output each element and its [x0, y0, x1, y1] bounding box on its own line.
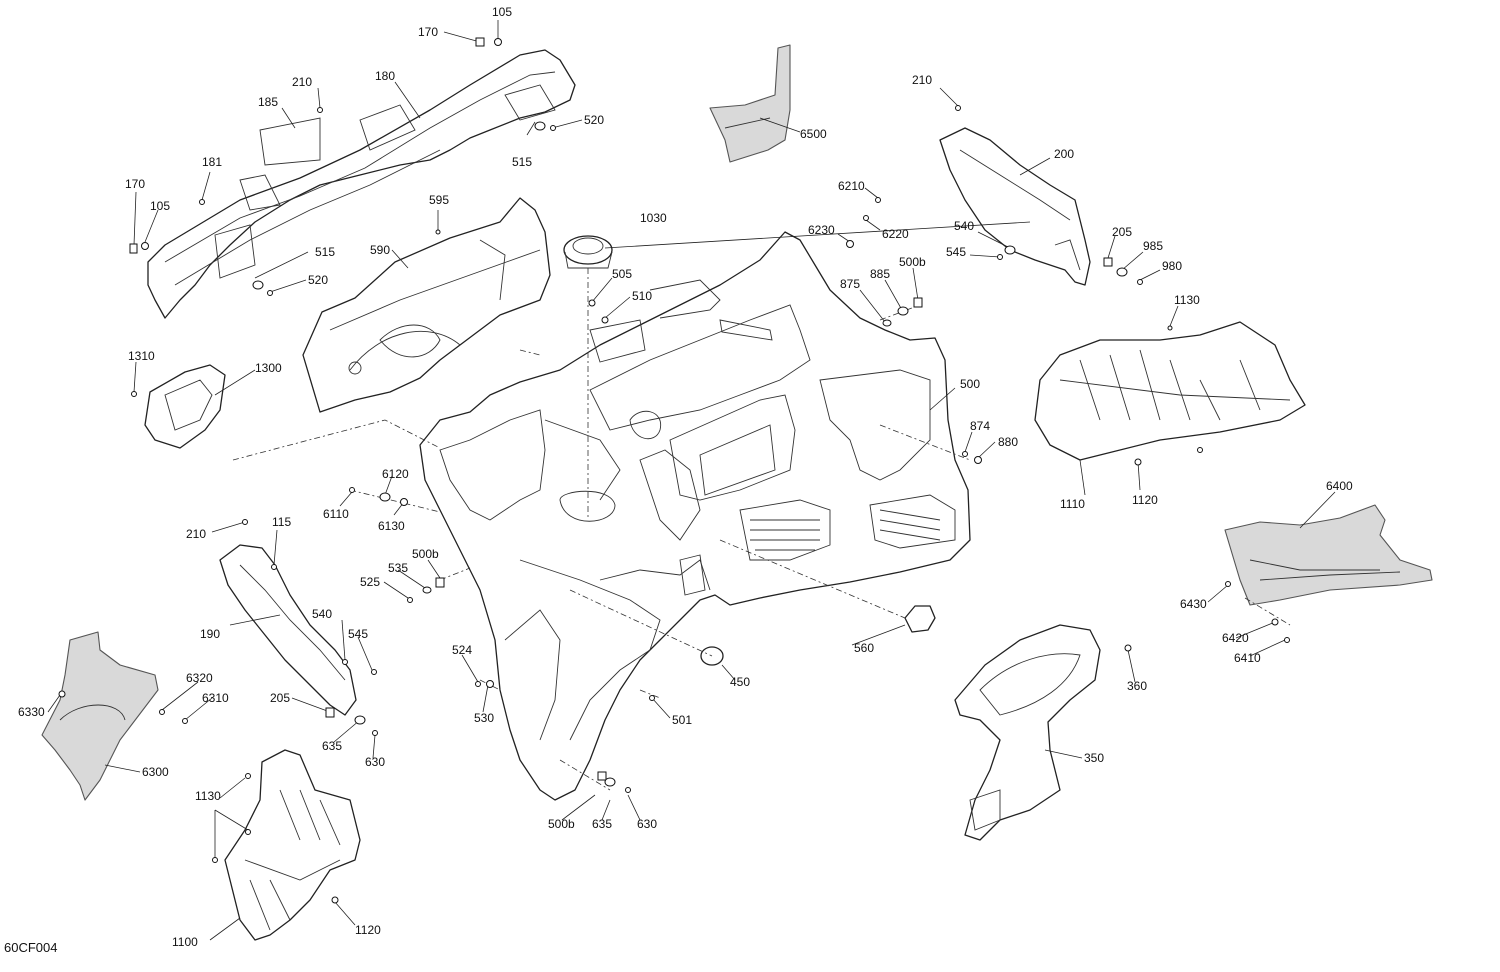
part-1110-shelf — [1034, 321, 1306, 461]
label-6310: 6310 — [202, 691, 229, 705]
part-1100-shelf — [224, 749, 361, 941]
figure-code: 60CF004 — [4, 940, 57, 955]
label-520: 520 — [584, 113, 604, 127]
label-6430: 6430 — [1180, 597, 1207, 611]
label-6130: 6130 — [378, 519, 405, 533]
label-980: 980 — [1162, 259, 1182, 273]
label-630: 630 — [365, 755, 385, 769]
label-6210: 6210 — [838, 179, 865, 193]
label-590: 590 — [370, 243, 390, 257]
label-6120: 6120 — [382, 467, 409, 481]
label-501: 501 — [672, 713, 692, 727]
label-6110: 6110 — [323, 507, 349, 521]
part-6300-panel — [41, 631, 159, 801]
part-180-support-bar — [147, 49, 576, 319]
label-540: 540 — [312, 607, 332, 621]
label-545: 545 — [946, 245, 966, 259]
label-515: 515 — [315, 245, 335, 259]
part-500-main-body — [419, 231, 971, 801]
label-635: 635 — [322, 739, 342, 753]
label-1130: 1130 — [195, 789, 221, 803]
leader-lines — [47, 20, 1336, 941]
label-205: 205 — [270, 691, 290, 705]
label-520: 520 — [308, 273, 328, 287]
label-545: 545 — [348, 627, 368, 641]
label-210: 210 — [912, 73, 932, 87]
label-210: 210 — [292, 75, 312, 89]
label-595: 595 — [429, 193, 449, 207]
label-6500: 6500 — [800, 127, 827, 141]
label-1300: 1300 — [255, 361, 282, 375]
label-6410: 6410 — [1234, 651, 1261, 665]
label-1030: 1030 — [640, 211, 667, 225]
label-1120: 1120 — [1132, 493, 1158, 507]
part-6400-panel — [1224, 504, 1433, 606]
label-500b: 500b — [548, 817, 575, 831]
label-205: 205 — [1112, 225, 1132, 239]
label-874: 874 — [970, 419, 990, 433]
label-500b: 500b — [412, 547, 439, 561]
label-524: 524 — [452, 643, 472, 657]
part-1030-cap — [563, 235, 613, 269]
label-1120: 1120 — [355, 923, 381, 937]
label-170: 170 — [125, 177, 145, 191]
label-210: 210 — [186, 527, 206, 541]
label-530: 530 — [474, 711, 494, 725]
label-6300: 6300 — [142, 765, 169, 779]
label-105: 105 — [150, 199, 170, 213]
label-170: 170 — [418, 25, 438, 39]
label-105: 105 — [492, 5, 512, 19]
label-350: 350 — [1084, 751, 1104, 765]
part-6500-panel — [709, 44, 791, 163]
label-200: 200 — [1054, 147, 1074, 161]
label-510: 510 — [632, 289, 652, 303]
label-1110: 1110 — [1060, 497, 1085, 511]
part-350-panel — [954, 624, 1101, 841]
label-180: 180 — [375, 69, 395, 83]
label-880: 880 — [998, 435, 1018, 449]
label-540: 540 — [954, 219, 974, 233]
label-1100: 1100 — [172, 935, 198, 949]
label-560: 560 — [854, 641, 874, 655]
label-6320: 6320 — [186, 671, 213, 685]
label-6230: 6230 — [808, 223, 835, 237]
label-525: 525 — [360, 575, 380, 589]
label-115: 115 — [272, 515, 291, 529]
label-190: 190 — [200, 627, 220, 641]
assembly-lines — [232, 268, 1291, 791]
label-500: 500 — [960, 377, 980, 391]
label-450: 450 — [730, 675, 750, 689]
label-6400: 6400 — [1326, 479, 1353, 493]
label-635: 635 — [592, 817, 612, 831]
label-6330: 6330 — [18, 705, 45, 719]
label-505: 505 — [612, 267, 632, 281]
label-875: 875 — [840, 277, 860, 291]
part-190-bracket — [219, 544, 357, 716]
part-200-bracket — [939, 127, 1091, 286]
label-181: 181 — [202, 155, 222, 169]
label-535: 535 — [388, 561, 408, 575]
part-1300-bracket — [144, 364, 226, 449]
label-360: 360 — [1127, 679, 1147, 693]
label-515: 515 — [512, 155, 532, 169]
label-985: 985 — [1143, 239, 1163, 253]
label-6220: 6220 — [882, 227, 909, 241]
label-6420: 6420 — [1222, 631, 1249, 645]
label-885: 885 — [870, 267, 890, 281]
label-630: 630 — [637, 817, 657, 831]
label-500b: 500b — [899, 255, 926, 269]
label-185: 185 — [258, 95, 278, 109]
fasteners — [58, 37, 1290, 904]
label-1310: 1310 — [128, 349, 155, 363]
part-590-side-panel — [302, 197, 551, 413]
label-1130: 1130 — [1174, 293, 1200, 307]
callout-labels: 105 170 210 180 185 181 170 105 520 515 … — [18, 5, 1353, 949]
part-560-clip — [904, 605, 936, 633]
